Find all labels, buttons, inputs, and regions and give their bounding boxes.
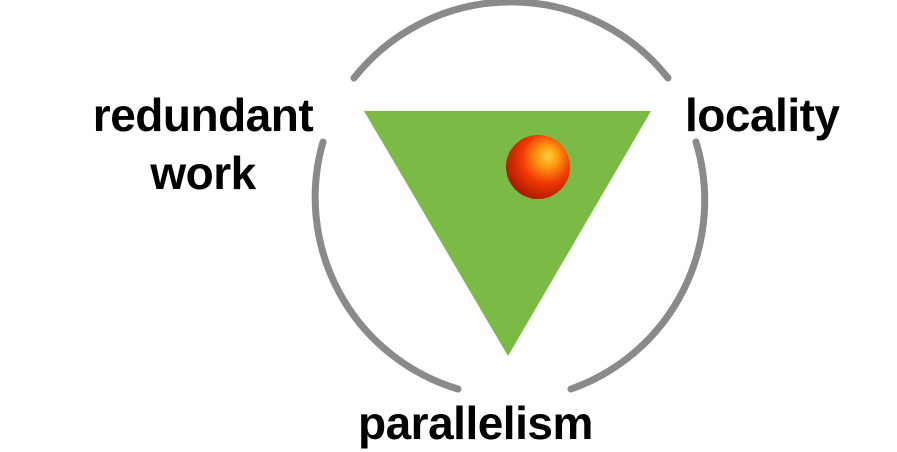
position-ball [506, 135, 570, 199]
label-locality: locality [685, 92, 840, 138]
label-redundant-line2: work [72, 144, 334, 202]
label-redundant-work: redundant work [72, 86, 334, 202]
label-redundant-line1: redundant [72, 86, 334, 144]
tradeoff-triangle [364, 111, 651, 356]
circle-arc-top [354, 2, 668, 78]
label-parallelism: parallelism [358, 400, 593, 446]
